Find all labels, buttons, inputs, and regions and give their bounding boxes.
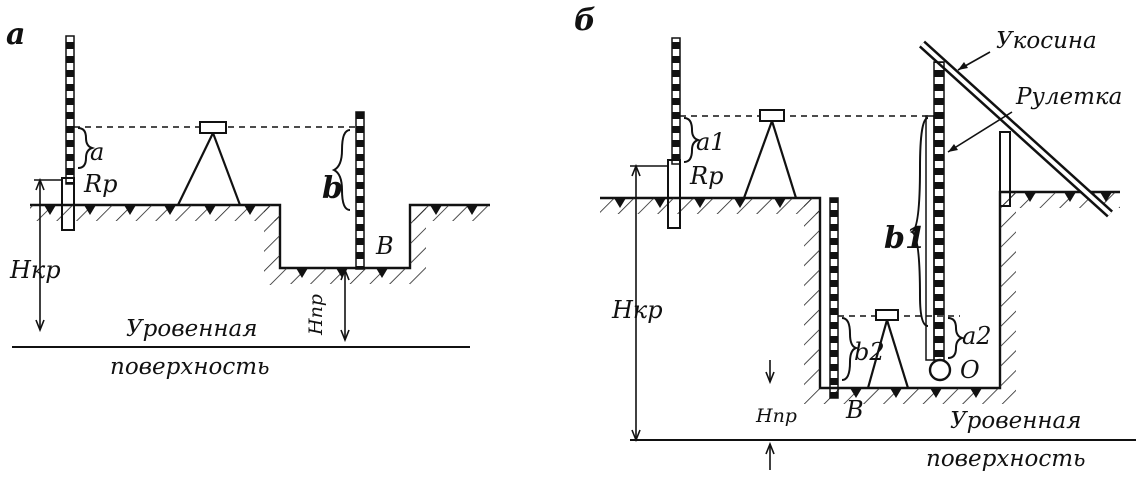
label-b2: b2: [854, 338, 885, 366]
label-hkr-b: Hкр: [611, 296, 663, 324]
tripod-upper-b: [742, 120, 798, 199]
level-surface-line2-b: поверхность: [926, 446, 1086, 472]
label-a2: a2: [962, 322, 992, 350]
panel-b: б: [574, 3, 1136, 472]
brace-a2: [947, 317, 966, 359]
ukosina-pointer-head: [958, 62, 968, 70]
tripod-lower-b: [866, 319, 910, 389]
brace-a: [77, 127, 96, 169]
hkr-dimension-a: [34, 177, 62, 333]
label-o: O: [960, 356, 980, 384]
boom-inner: [920, 42, 1112, 216]
ruletka-pointer-head: [948, 144, 958, 152]
panel-a-label: а: [6, 17, 25, 52]
label-b1: b1: [884, 221, 926, 256]
ruletka-pointer: [947, 111, 1013, 153]
label-B-a: B: [375, 232, 394, 260]
panel-a: а a Rp: [6, 17, 490, 380]
tape-guide: [925, 115, 935, 361]
tape-measure: [933, 61, 945, 361]
benchmark-post-b: [667, 159, 681, 229]
label-hpr-b: Hпр: [755, 405, 797, 427]
tripod-a: [177, 132, 242, 206]
front-rod-a: [355, 111, 365, 270]
support-post: [999, 131, 1011, 207]
pit-rod-b: [829, 197, 839, 399]
level-instrument-a: [199, 121, 227, 134]
label-B-b: B: [845, 396, 864, 424]
label-rp-a: Rp: [83, 170, 117, 198]
label-rp-b: Rp: [689, 162, 723, 190]
rear-rod-a: [65, 35, 75, 185]
label-ukosina: Укосина: [996, 28, 1097, 54]
brace-b1: [909, 117, 929, 327]
label-b: b: [322, 171, 343, 206]
label-a1: a1: [696, 128, 726, 156]
brace-a1: [683, 117, 702, 163]
brace-b2: [841, 317, 860, 381]
level-instrument-lower-b: [875, 309, 899, 321]
level-surface-line2-a: поверхность: [110, 354, 270, 380]
hpr-dimension-b: [765, 360, 775, 470]
tape-weight: [928, 358, 952, 382]
level-surface-line1-a: Уровенная: [126, 316, 257, 342]
ground-hatch-b: [600, 192, 1120, 404]
rear-rod-b: [671, 37, 681, 165]
label-ruletka: Рулетка: [1015, 84, 1122, 110]
ground-hatch-a: [30, 205, 490, 285]
ground-ticks-b: [614, 192, 1112, 398]
hpr-dimension-a: [340, 267, 350, 343]
level-instrument-upper-b: [759, 109, 785, 122]
brace-b: [331, 129, 351, 211]
level-surface-line1-b: Уровенная: [950, 408, 1081, 434]
label-a: a: [90, 138, 104, 166]
label-hkr-a: Hкр: [9, 256, 61, 284]
label-hpr-a: Hпр: [305, 294, 327, 336]
panel-b-label: б: [574, 3, 596, 38]
